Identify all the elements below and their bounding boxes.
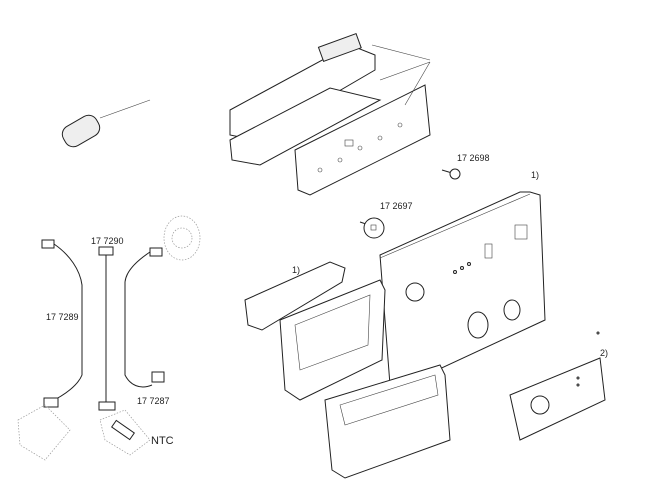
capacitor-part xyxy=(61,99,151,148)
knob-172697-part xyxy=(359,217,385,239)
harness-center-part xyxy=(98,246,116,411)
label-decal-ref: 2) xyxy=(600,348,609,358)
selector-knobs-part xyxy=(467,299,521,339)
seal-gasket-part xyxy=(244,261,346,331)
decal-part xyxy=(509,331,606,441)
label-panel-ref: 1) xyxy=(531,170,540,180)
harness-left-part xyxy=(41,239,83,408)
label-177289: 17 7289 xyxy=(46,312,79,322)
control-board-part xyxy=(229,33,431,196)
ghost-parts xyxy=(17,215,201,461)
knob-172698-part xyxy=(441,168,461,180)
harness-right-part xyxy=(124,247,165,388)
drawer-handle-part xyxy=(324,364,451,479)
control-panel-part xyxy=(379,191,546,386)
label-172697: 17 2697 xyxy=(380,201,413,211)
label-177290: 17 7290 xyxy=(91,236,124,246)
label-seal-ref: 1) xyxy=(292,265,301,275)
ntc-sensor-part xyxy=(110,419,136,441)
label-172698: 17 2698 xyxy=(457,153,490,163)
dispenser-frame-part xyxy=(279,279,386,401)
label-177287: 17 7287 xyxy=(137,396,170,406)
label-ntc: NTC xyxy=(151,435,174,447)
